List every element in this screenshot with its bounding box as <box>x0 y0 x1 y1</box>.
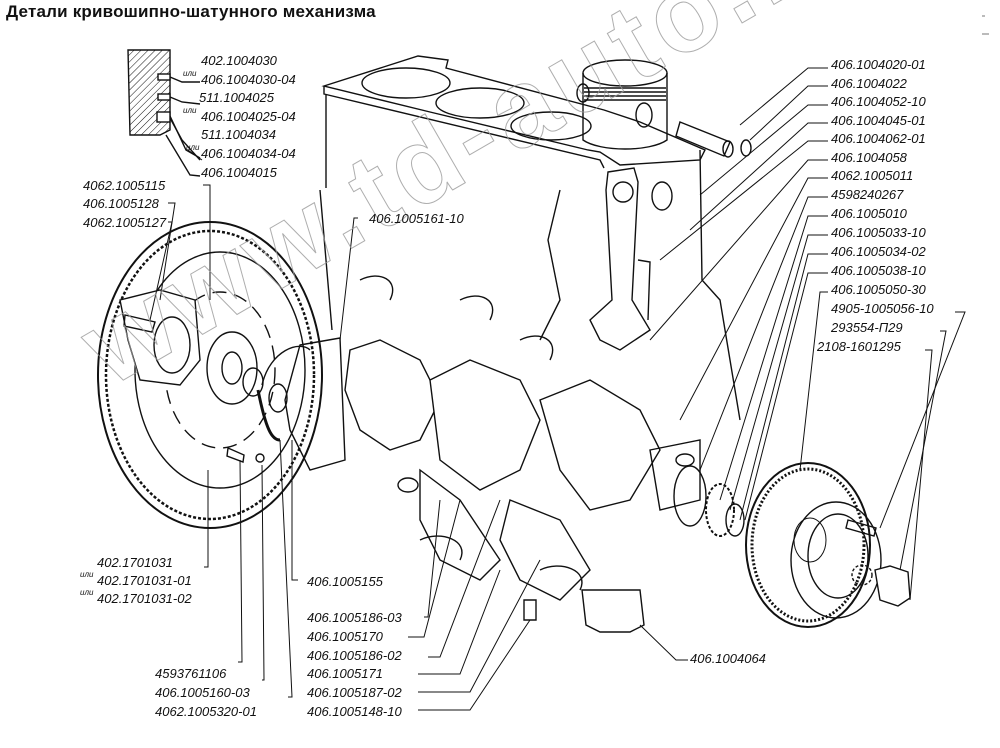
part-label: 406.1005155 <box>307 574 383 589</box>
leader-lines <box>149 67 966 711</box>
part-label: 406.1004052-10 <box>831 94 926 109</box>
part-label: 406.1005186-03 <box>307 610 402 625</box>
part-label: 406.1004045-01 <box>831 113 926 128</box>
part-label: 406.1004025-04 <box>201 109 296 124</box>
main-bearing-cap <box>419 535 645 633</box>
part-label: 511.1004025 <box>199 90 274 105</box>
part-label: 406.1004062-01 <box>831 131 926 146</box>
part-label: 406.1005187-02 <box>307 685 402 700</box>
connecting-rod <box>589 167 651 351</box>
part-label: 406.1004020-01 <box>831 57 926 72</box>
alt-word: или <box>80 588 94 597</box>
part-label: 402.1004030 <box>201 53 277 68</box>
part-label: 511.1004034 <box>201 127 276 142</box>
crankshaft <box>344 339 745 601</box>
part-label: 4062.1005011 <box>831 168 914 183</box>
part-label: 406.1004022 <box>831 76 907 91</box>
piston-pin <box>651 121 752 211</box>
engine-block <box>319 55 741 421</box>
part-label: 406.1005033-10 <box>831 225 926 240</box>
part-label: 402.1701031-01 <box>97 573 192 588</box>
diagram-title: Детали кривошипно-шатунного механизма <box>6 2 376 21</box>
piston <box>576 59 668 150</box>
part-label: 406.1004034-04 <box>201 146 296 161</box>
part-label: 406.1004064 <box>690 651 766 666</box>
part-label: 402.1701031 <box>97 555 173 570</box>
part-label: 406.1005050-30 <box>831 282 926 297</box>
piston-ring-section <box>127 49 201 177</box>
part-label: 4062.1005320-01 <box>155 704 257 719</box>
alt-word: или <box>183 69 197 78</box>
part-label: 4062.1005115 <box>83 178 166 193</box>
part-label: 4062.1005127 <box>83 215 167 230</box>
part-label: 406.1005160-03 <box>155 685 250 700</box>
part-label: 406.1004030-04 <box>201 72 296 87</box>
part-label: 406.1005038-10 <box>831 263 926 278</box>
part-label: 2108-1601295 <box>817 339 901 354</box>
part-label: 4593761106 <box>155 666 227 681</box>
crankshaft-pulley <box>745 462 911 628</box>
alt-word: или <box>183 106 197 115</box>
part-label: 406.1005148-10 <box>307 704 402 719</box>
part-label: 406.1005128 <box>83 196 159 211</box>
part-label: 406.1004058 <box>831 150 907 165</box>
part-label: 406.1005170 <box>307 629 383 644</box>
alt-word: или <box>186 143 200 152</box>
part-label: 406.1005034-02 <box>831 244 926 259</box>
corner-mark <box>982 4 994 35</box>
rear-seal-holder <box>226 337 346 471</box>
part-label: 402.1701031-02 <box>97 591 192 606</box>
part-label: 406.1004015 <box>201 165 277 180</box>
part-label: 406.1005010 <box>831 206 907 221</box>
part-label: 406.1005186-02 <box>307 648 402 663</box>
part-label: 406.1005161-10 <box>369 211 464 226</box>
alt-word: или <box>80 570 94 579</box>
part-label: 406.1005171 <box>307 666 383 681</box>
part-label: 293554-П29 <box>831 320 903 335</box>
part-label: 4905-1005056-10 <box>831 301 934 316</box>
part-label: 4598240267 <box>831 187 904 202</box>
